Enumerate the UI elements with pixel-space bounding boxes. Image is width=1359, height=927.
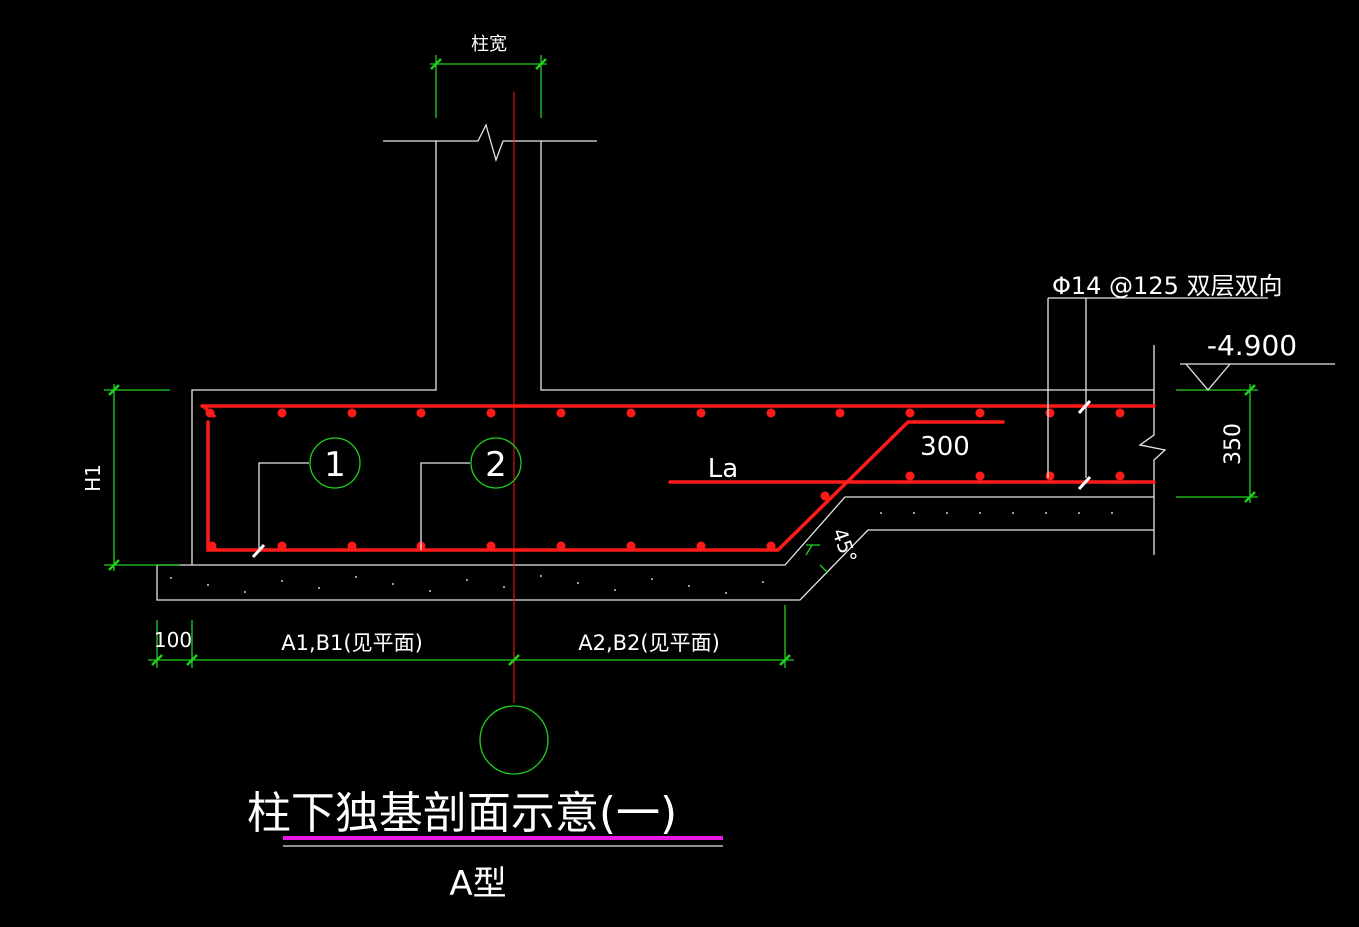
top-rebar-dot: [205, 408, 215, 418]
hatch-speck: [688, 585, 690, 587]
rebar-spec-label: Φ14 @125 双层双向: [1052, 272, 1283, 300]
axis-bubble: [479, 705, 549, 775]
dimension-tick: [186, 654, 198, 666]
hatch-speck: [392, 583, 394, 585]
hatch-speck: [577, 582, 579, 584]
hatch-speck: [281, 580, 283, 582]
bottom-rebar-dot: [277, 541, 287, 551]
dimension-tick: [1244, 491, 1256, 503]
drawing-subtitle: A型: [449, 864, 506, 904]
hatch-speck: [503, 586, 505, 588]
hatch-speck: [355, 576, 357, 578]
slab-break-line: [1138, 345, 1167, 555]
hatch-speck: [207, 584, 209, 586]
rebar-tick-marks: [251, 399, 1092, 559]
dimension-tick: [1244, 384, 1256, 396]
dimension-tick: [108, 559, 120, 571]
hatch-speck: [651, 578, 653, 580]
bar-marker-circles: [309, 437, 549, 775]
dimension-tick: [108, 384, 120, 396]
bar-marker-leaders: [258, 297, 1268, 550]
hatch-speck: [1078, 512, 1080, 514]
bar-marker-2: 2: [485, 445, 507, 485]
top-rebar-dot: [277, 408, 287, 418]
top-rebar-dot: [556, 408, 566, 418]
anchor-length-label: La: [708, 454, 738, 484]
hatch-speck: [946, 512, 948, 514]
bend-length-label: 300: [920, 432, 970, 462]
slope-rebar-dot: [820, 491, 830, 501]
rebar-group: [200, 404, 1156, 552]
hatch-speck: [1045, 512, 1047, 514]
bottom-rebar-dot: [696, 541, 706, 551]
dimension-tick: [779, 654, 791, 666]
hatch-speck: [979, 512, 981, 514]
hatch-speck: [1012, 512, 1014, 514]
top-rebar-dot: [1115, 408, 1125, 418]
right-span-label: A2,B2(见平面): [578, 631, 720, 655]
bottom-rebar-dot: [766, 541, 776, 551]
column-width-label: 柱宽: [471, 34, 507, 55]
slab-thickness-label: 350: [1221, 423, 1246, 465]
top-rebar-dot: [626, 408, 636, 418]
top-rebar-dot: [486, 408, 496, 418]
bottom-rebar-dot: [347, 541, 357, 551]
bottom-rebar-dot: [207, 541, 217, 551]
top-rebar-dot: [975, 408, 985, 418]
elevation-label: -4.900: [1207, 329, 1297, 362]
height-label: H1: [81, 464, 105, 492]
hatch-speck: [762, 581, 764, 583]
rebar-dots: [205, 408, 1125, 551]
dimension-tick: [151, 654, 163, 666]
hatch-speck: [614, 589, 616, 591]
bar-marker-1: 1: [324, 445, 346, 485]
hatch-speck: [880, 512, 882, 514]
top-rebar-dot: [766, 408, 776, 418]
drawing-title: 柱下独基剖面示意(一): [247, 788, 677, 839]
step-rebar-dot: [905, 471, 915, 481]
top-rebar-dot: [835, 408, 845, 418]
hatch-speck: [1111, 512, 1113, 514]
top-rebar-dot: [416, 408, 426, 418]
hatch-speck: [466, 579, 468, 581]
top-rebar-dot: [347, 408, 357, 418]
left-span-label: A1,B1(见平面): [281, 631, 423, 655]
dimension-tick: [430, 58, 442, 70]
bottom-rebar-dot: [556, 541, 566, 551]
bottom-rebar-dot: [626, 541, 636, 551]
top-rebar-dot: [905, 408, 915, 418]
hatch-speck: [170, 577, 172, 579]
top-rebar-dot: [1045, 408, 1055, 418]
hatch-speck: [540, 575, 542, 577]
dimension-tick: [535, 58, 547, 70]
hatch-speck: [725, 592, 727, 594]
offset-label: 100: [154, 628, 192, 652]
hatch-speck: [913, 512, 915, 514]
hatch-speck: [318, 587, 320, 589]
column-break-line: [383, 123, 597, 163]
step-rebar-dot: [1045, 471, 1055, 481]
step-rebar-dot: [1115, 471, 1125, 481]
dimension-ticks: [108, 58, 1256, 666]
top-rebar-dot: [696, 408, 706, 418]
concrete-blinding-hatch: [170, 512, 1113, 594]
bottom-rebar-dot: [486, 541, 496, 551]
hatch-speck: [429, 590, 431, 592]
angle-label: 45°: [827, 525, 862, 567]
step-rebar-dot: [975, 471, 985, 481]
bottom-rebar: [206, 420, 1005, 552]
dimension-tick: [508, 654, 520, 666]
hatch-speck: [244, 591, 246, 593]
concrete-outline: [156, 123, 1167, 601]
dimension-lines: [104, 55, 1335, 668]
